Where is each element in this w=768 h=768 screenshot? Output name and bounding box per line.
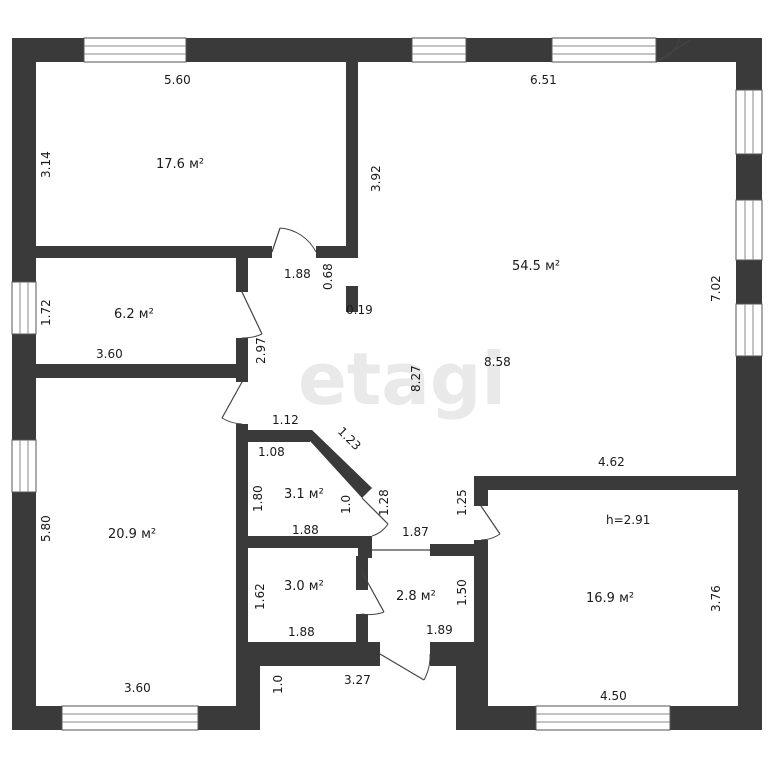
dim-8-27: 8.27	[409, 365, 423, 392]
dim-1-88-c1: 1.88	[292, 523, 319, 537]
dim-1-50: 1.50	[455, 579, 469, 606]
wall-v-left-corridor-b	[236, 338, 248, 382]
door-closet-upper	[361, 497, 389, 537]
dim-1-62: 1.62	[253, 583, 267, 610]
window-left-2	[11, 439, 37, 493]
area-room-top-left: 17.6 м²	[156, 157, 204, 172]
doors	[221, 37, 691, 681]
watermark: etagi	[298, 337, 506, 421]
door-bedroom-left	[221, 381, 243, 425]
door-closet-lower	[361, 571, 385, 616]
ceiling-height-label: h=2.91	[606, 513, 650, 527]
dim-1-08: 1.08	[258, 445, 285, 459]
dim-1-88-top: 1.88	[284, 267, 311, 281]
window-right-3	[735, 303, 763, 357]
dim-1-28: 1.28	[377, 489, 391, 516]
wall-porch-left	[236, 642, 260, 730]
wall-right-lower	[738, 478, 762, 730]
area-room-closet-lower: 3.0 м²	[284, 579, 324, 594]
dim-4-62: 4.62	[598, 455, 625, 469]
dim-0-19: 0.19	[346, 303, 373, 317]
wall-h-right-room-top	[474, 476, 762, 490]
wall-left	[12, 38, 36, 730]
wall-v-between-top-rooms	[346, 62, 358, 254]
window-top-3	[551, 37, 657, 63]
dim-4-50: 4.50	[600, 689, 627, 703]
dim-0-68: 0.68	[321, 263, 335, 290]
dim-1-72: 1.72	[39, 299, 53, 326]
door-porch	[379, 653, 431, 681]
dim-7-02: 7.02	[709, 275, 723, 302]
dim-1-12: 1.12	[272, 413, 299, 427]
dim-3-92: 3.92	[369, 165, 383, 192]
window-top-2	[411, 37, 467, 63]
wall-h-under-bedroom-b	[316, 246, 358, 258]
door-top-right	[655, 37, 691, 63]
area-room-small-left: 6.2 м²	[114, 307, 154, 322]
dim-3-27: 3.27	[344, 673, 371, 687]
window-bottom-2	[535, 705, 671, 731]
window-bottom-1	[61, 705, 199, 731]
wall-v-stub	[346, 286, 358, 312]
door-right-room	[480, 505, 501, 541]
dim-3-76: 3.76	[709, 585, 723, 612]
windows	[11, 37, 763, 731]
dim-1-88-c2: 1.88	[288, 625, 315, 639]
dim-1-87: 1.87	[402, 525, 429, 539]
dim-1-0-closet: 1.0	[339, 495, 353, 514]
wall-v-left-corridor-a	[236, 258, 248, 292]
wall-closet-corner	[358, 536, 372, 558]
dim-5-80: 5.80	[39, 515, 53, 542]
wall-closet-diagonal	[300, 430, 372, 498]
dim-1-0-porch: 1.0	[271, 675, 285, 694]
area-room-bottom-left: 20.9 м²	[108, 527, 156, 542]
dim-2-97: 2.97	[254, 337, 268, 364]
wall-h-under-small-room	[36, 364, 248, 378]
dimension-labels: 5.60 6.51 1.88 0.19 3.60 8.58 1.12 1.08 …	[39, 73, 723, 703]
window-right-1	[735, 89, 763, 155]
dim-3-60-mid: 3.60	[96, 347, 123, 361]
dim-8-58: 8.58	[484, 355, 511, 369]
window-top-1	[83, 37, 187, 63]
area-room-bottom-right: 16.9 м²	[586, 591, 634, 606]
area-room-main: 54.5 м²	[512, 259, 560, 274]
door-bedroom-a	[271, 227, 317, 253]
wall-h-under-bedroom-a	[36, 246, 272, 258]
dim-6-51: 6.51	[530, 73, 557, 87]
dim-1-23: 1.23	[335, 424, 364, 453]
wall-porch-right	[456, 642, 488, 730]
area-room-closet-upper: 3.1 м²	[284, 487, 324, 502]
window-left-1	[11, 281, 37, 335]
dim-1-25: 1.25	[455, 489, 469, 516]
dim-3-60-bottom: 3.60	[124, 681, 151, 695]
dim-5-60: 5.60	[164, 73, 191, 87]
door-small-room	[241, 291, 263, 339]
interior-walls	[36, 62, 762, 730]
area-room-bath: 2.8 м²	[396, 589, 436, 604]
dim-3-14: 3.14	[39, 151, 53, 178]
dim-1-80: 1.80	[251, 485, 265, 512]
wall-h-bath-top	[430, 544, 478, 556]
dim-1-89: 1.89	[426, 623, 453, 637]
wall-h-closet-top	[236, 430, 310, 442]
area-labels: 17.6 м² 54.5 м² 6.2 м² 20.9 м² 3.1 м² 3.…	[108, 157, 650, 606]
window-right-2	[735, 199, 763, 261]
wall-h-between-closets	[236, 536, 368, 548]
